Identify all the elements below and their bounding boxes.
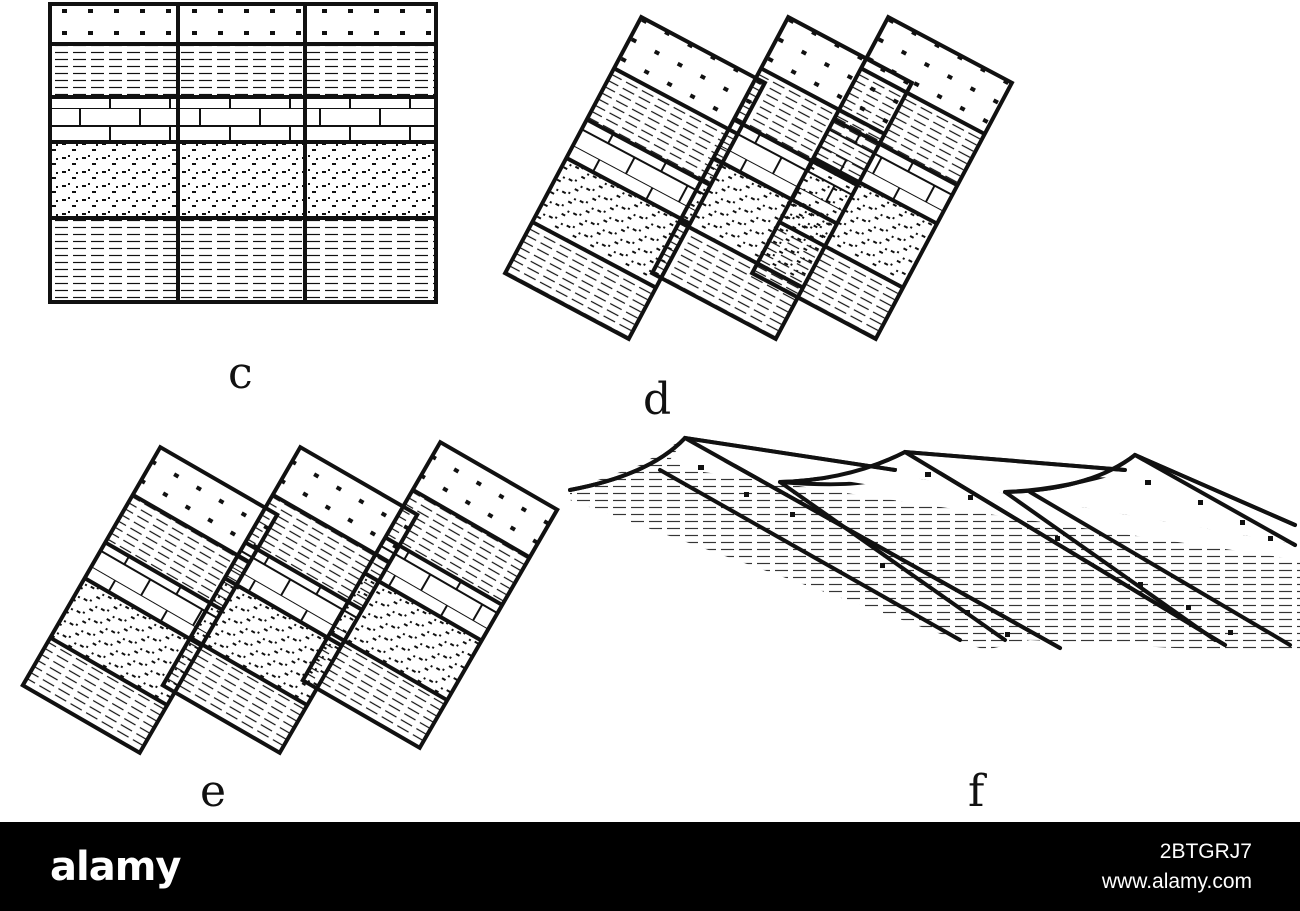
panel-e-block-1-layer-limestone	[84, 542, 223, 646]
panel-d-tilted-blocks	[502, 14, 1015, 342]
panel-d-block-3	[749, 14, 1015, 342]
panel-e-block-2-layer-sandstone	[190, 578, 342, 706]
panel-d-block-1-layer-shale	[586, 68, 738, 186]
panel-d-block-1-layer-conglomerate	[614, 17, 765, 135]
panel-f-weathered-strata	[568, 435, 1300, 650]
panel-e-block-3-layer-shale	[302, 632, 448, 748]
panel-e-block-2-layer-limestone	[224, 542, 363, 646]
panel-c-layer-sandstone	[50, 142, 436, 218]
site-url: www.alamy.com	[1101, 870, 1252, 893]
panel-c-layer-shale-upper	[50, 44, 436, 97]
panel-d-block-1-layer-shale	[505, 221, 656, 339]
panel-c-layer-limestone	[50, 97, 436, 142]
panel-c-strata	[48, 2, 438, 304]
panel-e-block-2-layer-conglomerate	[272, 447, 418, 563]
panel-d-block-2-layer-shale	[652, 221, 803, 339]
panel-c-layer-shale-lower	[50, 218, 436, 302]
panel-c-layer-conglomerate	[50, 4, 436, 44]
panel-e-block-1-layer-shale	[105, 494, 250, 610]
panel-e-block-2-layer-shale	[245, 494, 390, 610]
panel-e-block-2-layer-shale	[162, 637, 308, 753]
panel-label-c: c	[228, 348, 253, 399]
panel-e-block-2	[160, 444, 420, 756]
panel-d-block-3-layer-shale	[833, 68, 985, 186]
watermark-banner: alamy 2BTGRJ7 www.alamy.com	[0, 822, 1300, 911]
panel-d-block-3-layer-shale	[752, 221, 903, 339]
panel-d-block-1-layer-limestone	[566, 119, 711, 224]
panel-e-block-3-layer-limestone	[364, 537, 503, 641]
panel-d-block-1	[502, 14, 768, 342]
panel-e-block-1-layer-sandstone	[50, 578, 202, 706]
panel-e-block-3-layer-shale	[385, 489, 530, 605]
panel-d-block-3-layer-sandstone	[779, 157, 937, 288]
panel-e-block-1	[20, 444, 280, 756]
alamy-logo: alamy	[50, 844, 181, 890]
panel-e-block-1-layer-conglomerate	[132, 447, 278, 563]
panel-d-block-3-layer-conglomerate	[861, 17, 1012, 135]
panel-label-d: d	[643, 374, 672, 425]
panel-e-block-3	[300, 439, 560, 751]
panel-e-block-3-layer-conglomerate	[412, 442, 558, 558]
panel-e-block-3-layer-sandstone	[330, 573, 482, 701]
panel-d-block-3-layer-limestone	[813, 119, 958, 224]
panel-d-block-1-layer-sandstone	[532, 157, 690, 288]
panel-label-f: f	[968, 766, 985, 817]
stratigraphy-diagram	[20, 2, 1300, 756]
image-id: 2BTGRJ7	[1159, 840, 1252, 863]
panel-e-block-1-layer-shale	[22, 637, 168, 753]
panel-label-e: e	[200, 766, 227, 817]
panel-e-eroded-blocks	[20, 439, 560, 756]
